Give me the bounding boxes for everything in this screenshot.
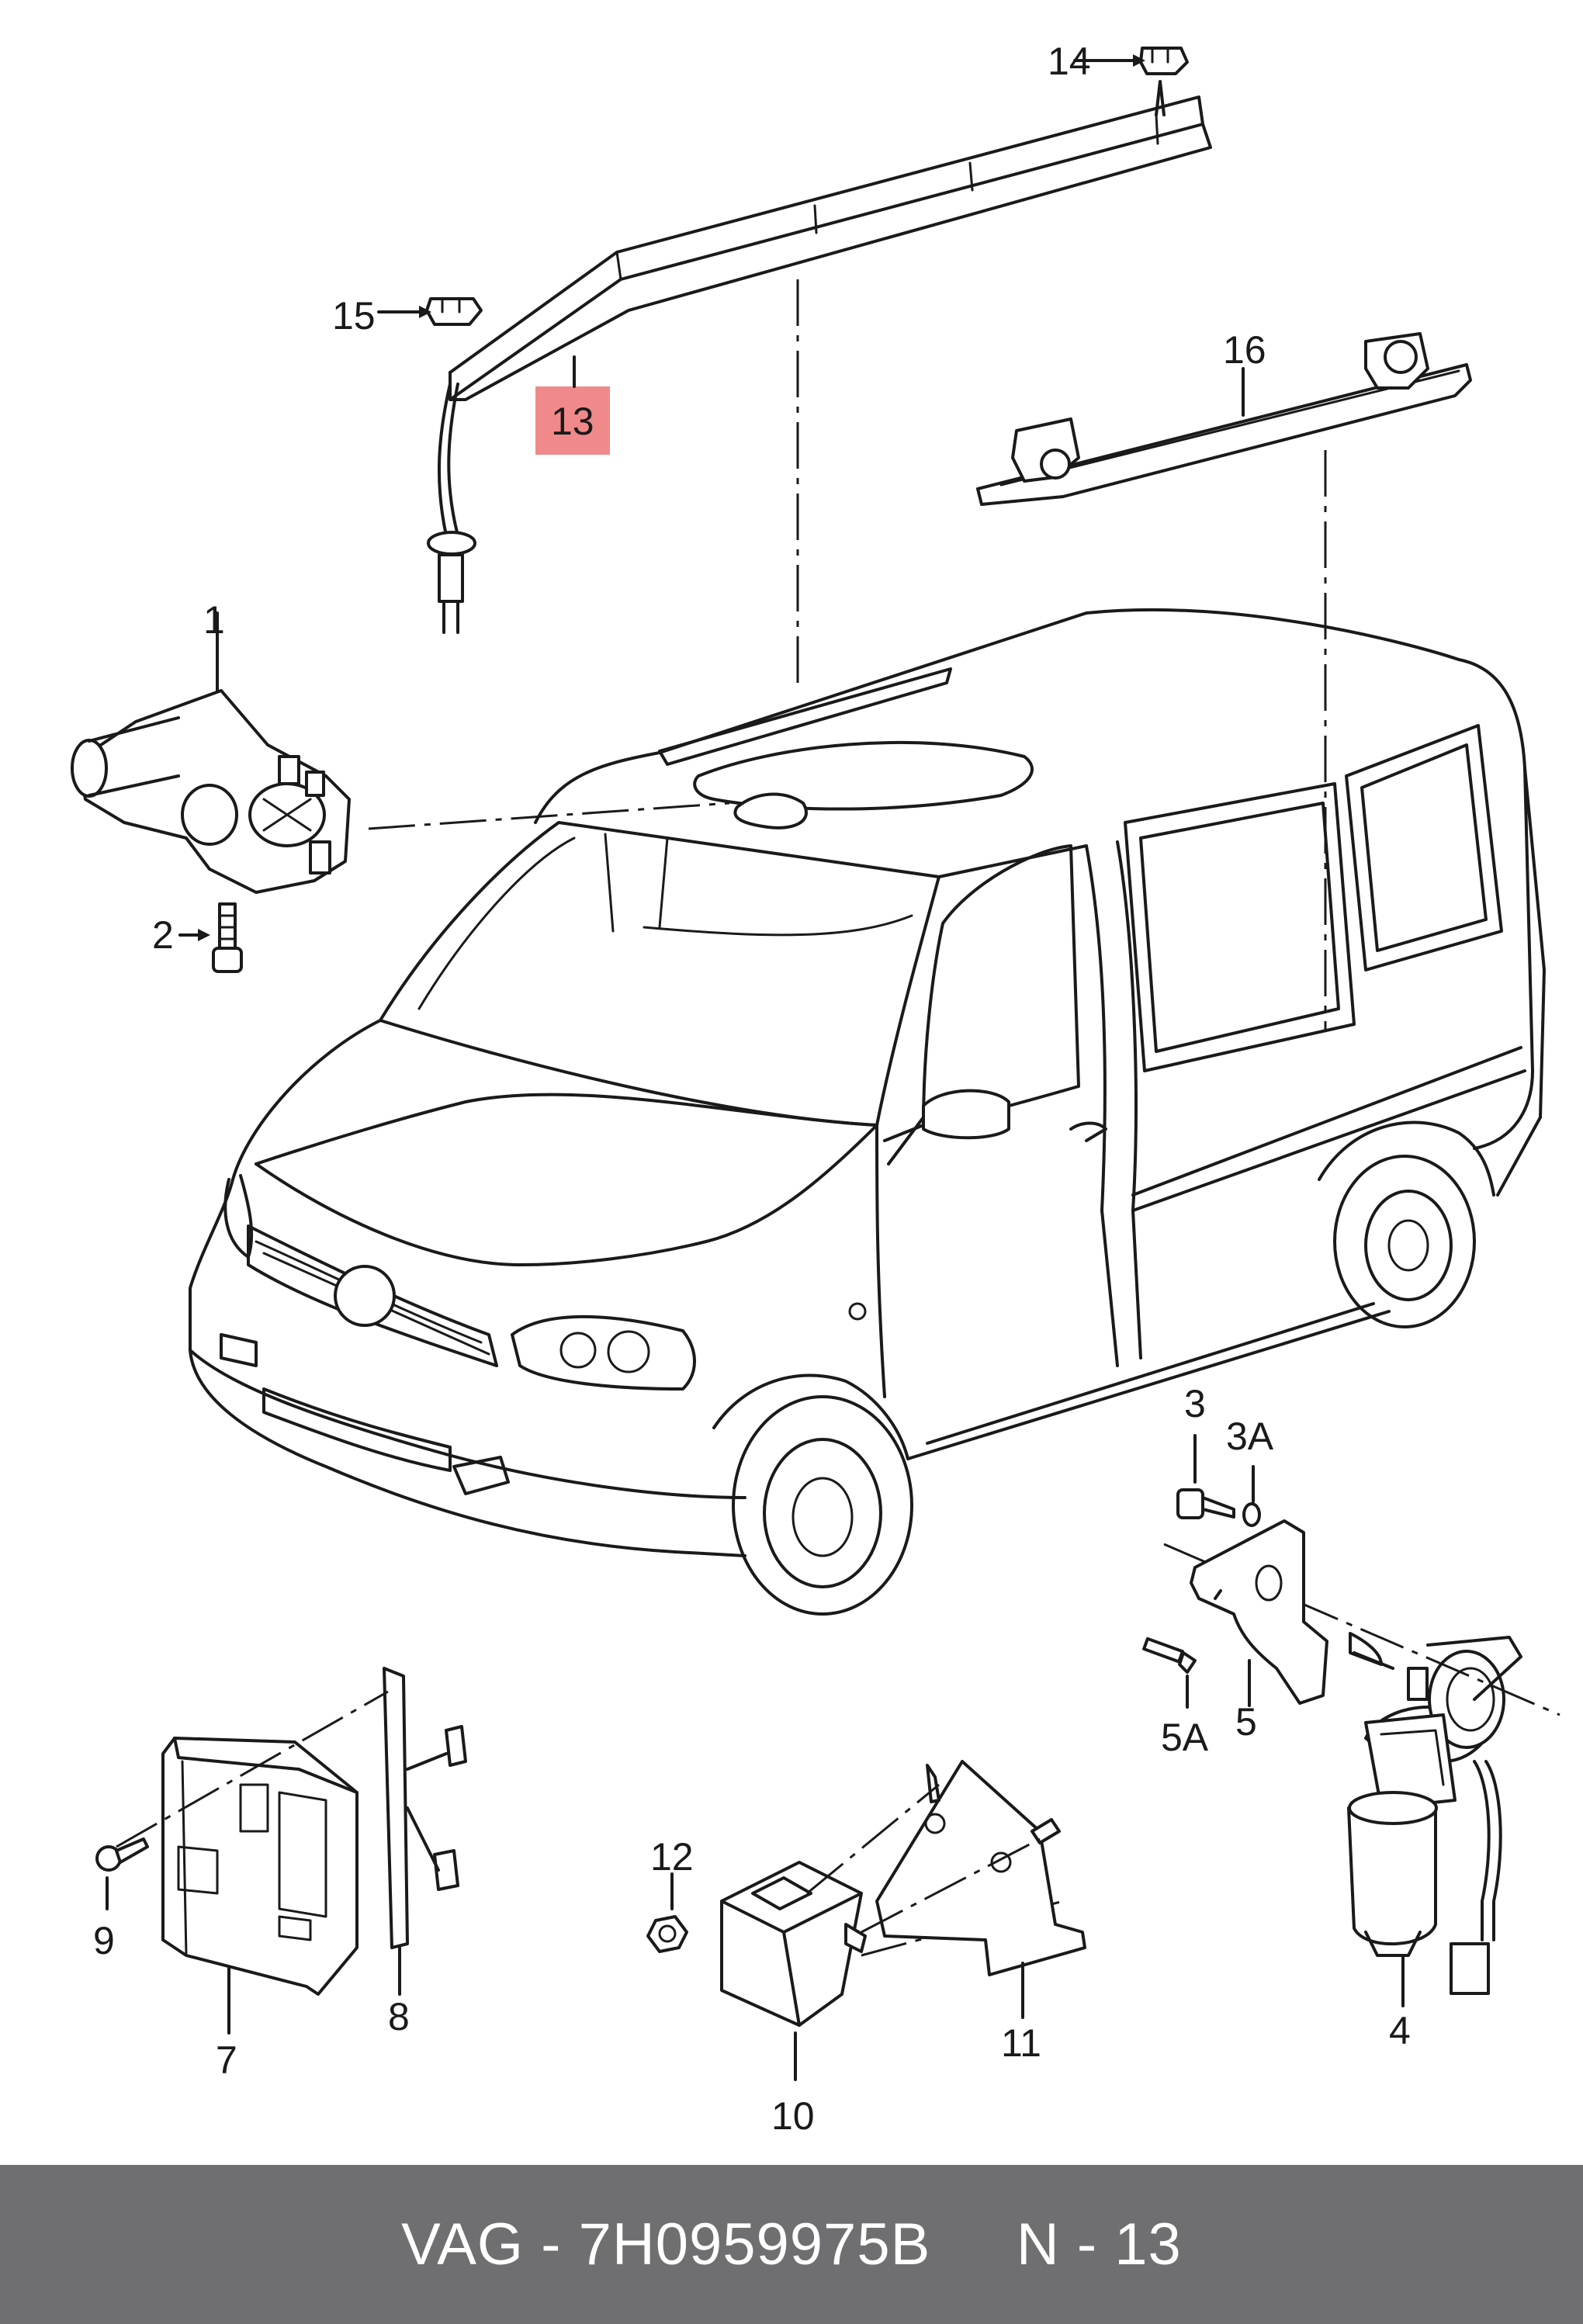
- callout-3[interactable]: 3: [1184, 1382, 1206, 1425]
- footer-position: N - 13: [1016, 2211, 1182, 2277]
- screw-part-9: [95, 1837, 149, 1910]
- callout-5a[interactable]: 5A: [1161, 1716, 1209, 1759]
- clip-part-15: [377, 297, 483, 326]
- screw-part-2: [178, 902, 243, 973]
- clip-part-14: [1073, 47, 1189, 75]
- callout-7[interactable]: 7: [216, 2038, 237, 2082]
- relay-part-10: [720, 1861, 1064, 2081]
- callout-15[interactable]: 15: [332, 294, 376, 338]
- callout-5[interactable]: 5: [1235, 1700, 1257, 1744]
- footer-separator: -: [524, 2211, 579, 2277]
- callout-13-highlight: [535, 386, 610, 455]
- motor-assembly-part-4: [1163, 1543, 1560, 2007]
- callout-4[interactable]: 4: [1389, 2009, 1411, 2052]
- nut-part-12: [646, 1872, 688, 1953]
- footer-part-number: 7H0959975B: [578, 2211, 931, 2277]
- bracket-part-5: [1190, 1519, 1394, 1707]
- footer-bar: VAG - 7H0959975B N - 13: [0, 2165, 1583, 2324]
- callout-16[interactable]: 16: [1223, 328, 1266, 372]
- guide-rail-part-13: [427, 80, 1212, 691]
- callout-3a[interactable]: 3A: [1226, 1415, 1274, 1458]
- footer-caption: VAG - 7H0959975B N - 13: [401, 2211, 1182, 2278]
- footer-gap: [930, 2211, 1017, 2278]
- callout-2[interactable]: 2: [152, 913, 174, 957]
- callout-13-group[interactable]: [535, 355, 610, 455]
- bracket-part-8: [116, 1667, 467, 1996]
- callout-14[interactable]: 14: [1048, 40, 1091, 83]
- screw-part-5a: [1142, 1636, 1197, 1709]
- washer-part-3a: [1242, 1465, 1261, 1527]
- bracket-part-11: [806, 1760, 1086, 2019]
- callout-9[interactable]: 9: [93, 1919, 115, 1962]
- callout-8[interactable]: 8: [388, 1995, 410, 2038]
- screw-part-3: [1176, 1434, 1235, 1519]
- motor-part-1: [71, 611, 730, 894]
- control-unit-part-7: [161, 1737, 359, 2035]
- callout-1[interactable]: 1: [203, 598, 225, 642]
- slide-rail-part-16: [976, 332, 1472, 1032]
- van-illustration: [189, 608, 1546, 1616]
- callout-13[interactable]: 13: [551, 400, 594, 443]
- parts-diagram: 14 15 13 16 1 2 3 3A 5A 5 4 12 9 7 8 11 …: [71, 40, 1560, 2138]
- callout-10[interactable]: 10: [771, 2094, 815, 2138]
- callout-11[interactable]: 11: [1001, 2021, 1041, 2065]
- footer-brand: VAG: [401, 2211, 525, 2277]
- callout-12[interactable]: 12: [650, 1835, 694, 1879]
